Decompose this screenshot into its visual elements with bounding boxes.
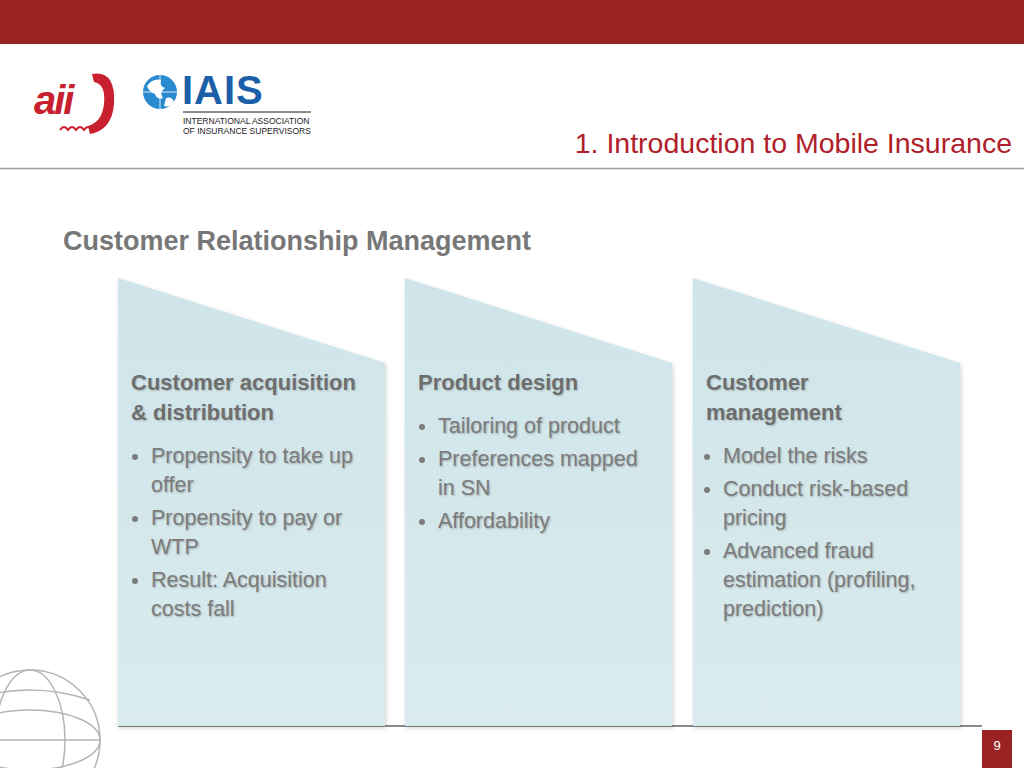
- bullet-item: Advanced fraud estimation (profiling, pr…: [723, 537, 931, 624]
- panel-content: Customer acquisition & distributionPrope…: [131, 368, 356, 628]
- logo-text: IAIS: [182, 68, 264, 112]
- bullet-item: Conduct risk-based pricing: [723, 475, 931, 533]
- panel-outline: [693, 278, 960, 726]
- page-number-box: [982, 730, 1012, 768]
- bullet-list: Tailoring of productPreferences mapped i…: [418, 412, 643, 536]
- bullet-item: Model the risks: [723, 442, 931, 471]
- panel-shape: [693, 278, 960, 726]
- watermark-ring: [0, 710, 100, 768]
- panel-content: Customer managementModel the risksConduc…: [706, 368, 931, 628]
- organisation-name: INTERNATIONAL ASSOCIATION OF INSURANCE S…: [183, 116, 323, 136]
- bullet-item: Propensity to pay or WTP: [151, 504, 356, 562]
- watermark-line: [0, 690, 90, 768]
- panel-heading: Customer acquisition & distribution: [131, 368, 356, 428]
- bullet-item: Affordability: [438, 507, 643, 536]
- watermark-ring: [0, 670, 65, 768]
- chevron-panel: Product designTailoring of productPrefer…: [405, 278, 672, 726]
- panel-shape: [405, 278, 672, 726]
- separator-line: [0, 168, 1024, 170]
- bullet-item: Tailoring of product: [438, 412, 643, 441]
- bullet-list: Model the risksConduct risk-based pricin…: [706, 442, 931, 624]
- bullet-list: Propensity to take up offerPropensity to…: [131, 442, 356, 624]
- bullet-item: Result: Acquisition costs fall: [151, 566, 356, 624]
- chevron-panel: Customer managementModel the risksConduc…: [693, 278, 960, 726]
- panel-content: Product designTailoring of productPrefer…: [418, 368, 643, 540]
- panel-heading: Customer management: [706, 368, 931, 428]
- globe-grid: [143, 75, 177, 109]
- globe-icon: [143, 75, 177, 109]
- panel-shape: [118, 278, 385, 726]
- panel-outline: [118, 278, 385, 726]
- logo-text: aii: [34, 78, 72, 123]
- phone-cord: [60, 127, 92, 130]
- panel-heading: Product design: [418, 368, 643, 398]
- watermark-ring: [0, 670, 100, 768]
- bullet-item: Preferences mapped in SN: [438, 445, 643, 503]
- header-bar: [0, 0, 1024, 44]
- watermark-line: [0, 739, 100, 741]
- slide-subtitle: Customer Relationship Management: [63, 226, 531, 257]
- globe-watermark: [0, 670, 100, 768]
- globe-circle: [143, 75, 177, 109]
- chevron-panel: Customer acquisition & distributionPrope…: [118, 278, 385, 726]
- panel-outline: [405, 278, 672, 726]
- phone-handset: [88, 74, 114, 134]
- bullet-item: Propensity to take up offer: [151, 442, 356, 500]
- page-number: 9: [982, 738, 1012, 753]
- section-title: 1. Introduction to Mobile Insurance: [575, 127, 1012, 160]
- globe-land: [147, 80, 174, 107]
